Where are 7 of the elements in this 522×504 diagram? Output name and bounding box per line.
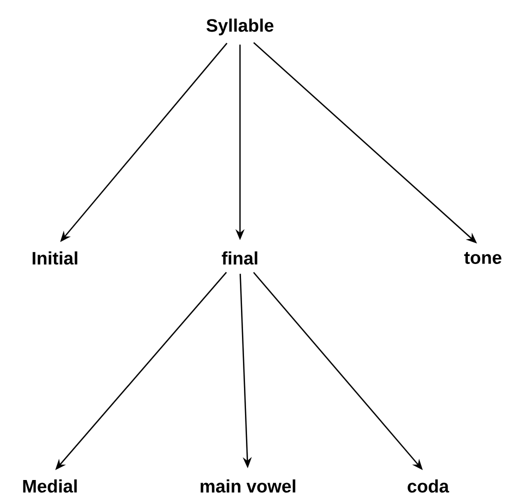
node-label: tone	[464, 252, 502, 264]
node-label: final	[222, 251, 258, 265]
node-label: Medial	[23, 479, 77, 493]
node-label: main vowel	[200, 479, 296, 493]
node-label: coda	[408, 479, 450, 493]
node-label: Syllable	[206, 18, 274, 36]
node-label: Initial	[32, 251, 78, 265]
